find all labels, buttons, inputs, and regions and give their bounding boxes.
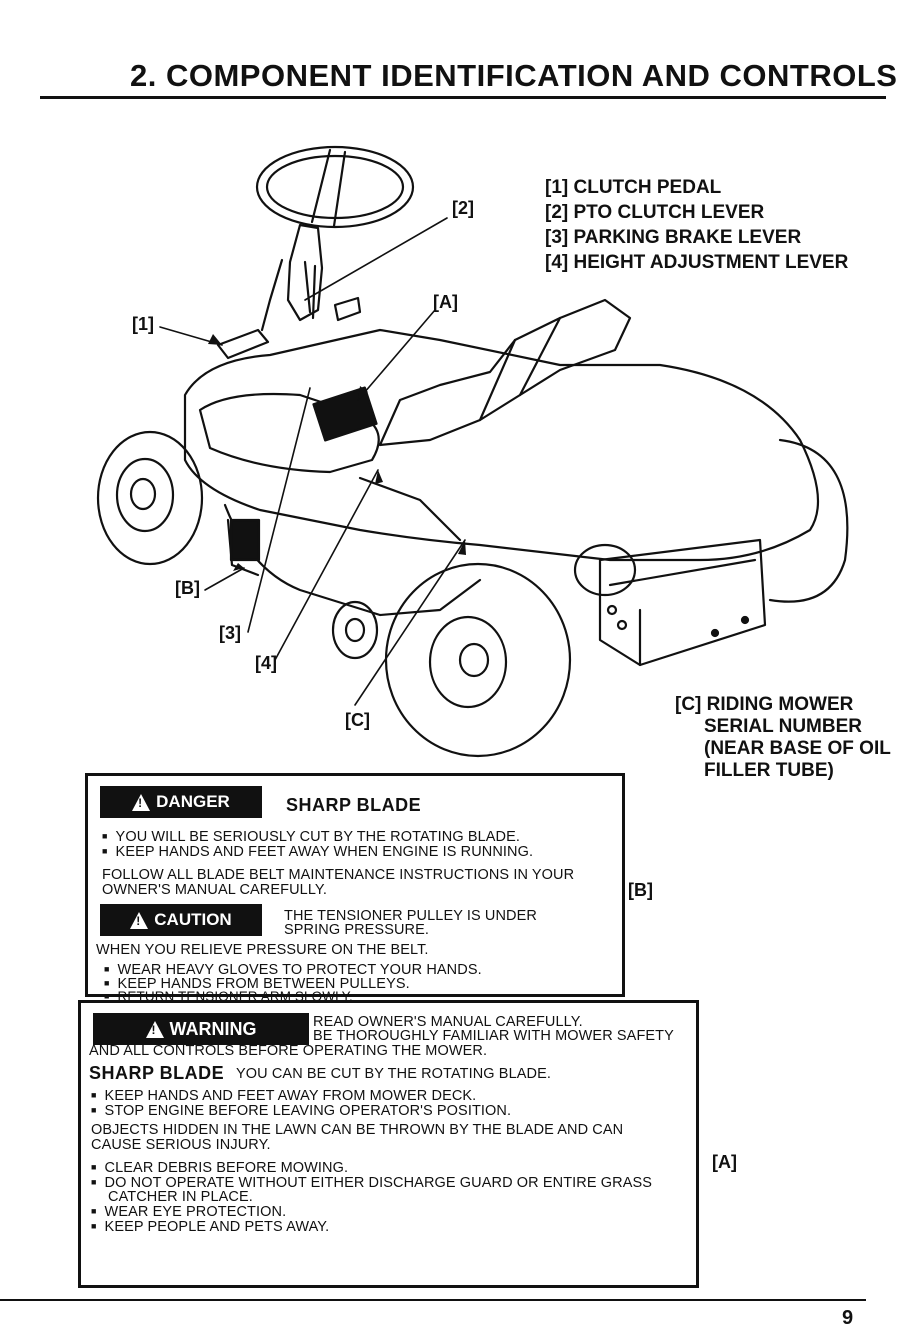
caution-badge-text: CAUTION	[154, 910, 232, 929]
danger-text: FOLLOW ALL BLADE BELT MAINTENANCE INSTRU…	[102, 867, 575, 883]
warning-decal: WARNING READ OWNER'S MANUAL CAREFULLY. B…	[78, 1000, 699, 1288]
serial-note-line: FILLER TUBE)	[704, 760, 834, 781]
danger-badge-text: DANGER	[156, 792, 230, 811]
warning-bullet: CLEAR DEBRIS BEFORE MOWING.	[91, 1161, 348, 1177]
warning-text: AND ALL CONTROLS BEFORE OPERATING THE MO…	[89, 1043, 488, 1059]
serial-note-line: SERIAL NUMBER	[704, 716, 862, 737]
warning-bullet: KEEP HANDS AND FEET AWAY FROM MOWER DECK…	[91, 1089, 477, 1105]
caution-text: SPRING PRESSURE.	[284, 922, 430, 938]
caution-bullet: WEAR HEAVY GLOVES TO PROTECT YOUR HANDS.	[104, 963, 482, 979]
danger-bullet: KEEP HANDS AND FEET AWAY WHEN ENGINE IS …	[102, 845, 533, 861]
warning-bullet: STOP ENGINE BEFORE LEAVING OPERATOR'S PO…	[91, 1104, 511, 1120]
callout-c: [C]	[345, 710, 370, 730]
serial-note-line: [C] RIDING MOWER	[675, 694, 854, 715]
callout-3: [3]	[219, 623, 241, 643]
front-caster-wheel	[331, 600, 379, 660]
page-title: 2. COMPONENT IDENTIFICATION AND CONTROLS	[130, 58, 898, 93]
warning-text: OBJECTS HIDDEN IN THE LAWN CAN BE THROWN…	[91, 1122, 624, 1138]
warning-bullet: KEEP PEOPLE AND PETS AWAY.	[91, 1220, 330, 1236]
caution-text: THE TENSIONER PULLEY IS UNDER	[284, 908, 537, 924]
legend-item-parking-brake-lever: [3] PARKING BRAKE LEVER	[545, 227, 802, 248]
danger-bullet: YOU WILL BE SERIOUSLY CUT BY THE ROTATIN…	[102, 830, 520, 846]
danger-decal: DANGER SHARP BLADE YOU WILL BE SERIOUSLY…	[85, 773, 625, 1004]
serial-number-note: [C] RIDING MOWER SERIAL NUMBER (NEAR BAS…	[675, 694, 891, 782]
caution-text: WHEN YOU RELIEVE PRESSURE ON THE BELT.	[96, 942, 429, 958]
caution-badge: CAUTION	[100, 904, 262, 936]
legend-item-height-adjustment-lever: [4] HEIGHT ADJUSTMENT LEVER	[545, 252, 849, 273]
warning-text: BE THOROUGHLY FAMILIAR WITH MOWER SAFETY	[313, 1028, 674, 1044]
warning-badge: WARNING	[93, 1013, 309, 1045]
legend-item-clutch-pedal: [1] CLUTCH PEDAL	[545, 177, 722, 198]
seat	[378, 298, 632, 447]
danger-heading: SHARP BLADE	[286, 795, 422, 815]
warning-text: CAUSE SERIOUS INJURY.	[91, 1137, 271, 1153]
front-left-wheel	[96, 430, 204, 566]
callout-4: [4]	[255, 653, 277, 673]
warning-text: READ OWNER'S MANUAL CAREFULLY.	[313, 1014, 583, 1030]
callout-a: [A]	[433, 292, 458, 312]
warning-text: CATCHER IN PLACE.	[108, 1189, 253, 1205]
clutch-pedal	[216, 328, 270, 360]
warning-triangle-icon	[145, 1020, 164, 1038]
callout-b: [B]	[175, 578, 200, 598]
rear-left-wheel	[384, 562, 572, 758]
rear-frame	[598, 538, 767, 667]
riding-mower-illustration	[96, 145, 849, 758]
warning-triangle-icon	[132, 793, 151, 811]
caution-bullet: KEEP HANDS FROM BETWEEN PULLEYS.	[104, 977, 410, 993]
serial-note-line: (NEAR BASE OF OIL	[704, 738, 891, 759]
side-callout-b: [B]	[628, 880, 653, 900]
warning-bullet: WEAR EYE PROTECTION.	[91, 1205, 287, 1221]
danger-text: OWNER'S MANUAL CAREFULLY.	[102, 882, 327, 898]
callout-1: [1]	[132, 314, 154, 334]
legend-item-pto-clutch-lever: [2] PTO CLUTCH LEVER	[545, 202, 765, 223]
warning-bullet: DO NOT OPERATE WITHOUT EITHER DISCHARGE …	[91, 1176, 652, 1192]
component-legend: [1] CLUTCH PEDAL [2] PTO CLUTCH LEVER [3…	[545, 175, 848, 275]
mower-body	[183, 328, 820, 562]
side-callout-a: [A]	[712, 1152, 737, 1172]
warning-text: YOU CAN BE CUT BY THE ROTATING BLADE.	[236, 1066, 551, 1082]
warning-badge-text: WARNING	[169, 1018, 257, 1039]
serial-plate	[312, 386, 378, 442]
footer-rule	[0, 1299, 866, 1301]
warning-sharp-heading: SHARP BLADE	[89, 1063, 225, 1083]
warning-triangle-icon	[130, 911, 149, 929]
callout-2: [2]	[452, 198, 474, 218]
page-number: 9	[842, 1307, 854, 1329]
steering-wheel	[255, 145, 415, 229]
steering-column	[286, 223, 324, 322]
danger-badge: DANGER	[100, 786, 262, 818]
deck-label	[229, 518, 261, 562]
rear-right-wheel	[768, 438, 849, 603]
title-underline	[40, 96, 886, 99]
